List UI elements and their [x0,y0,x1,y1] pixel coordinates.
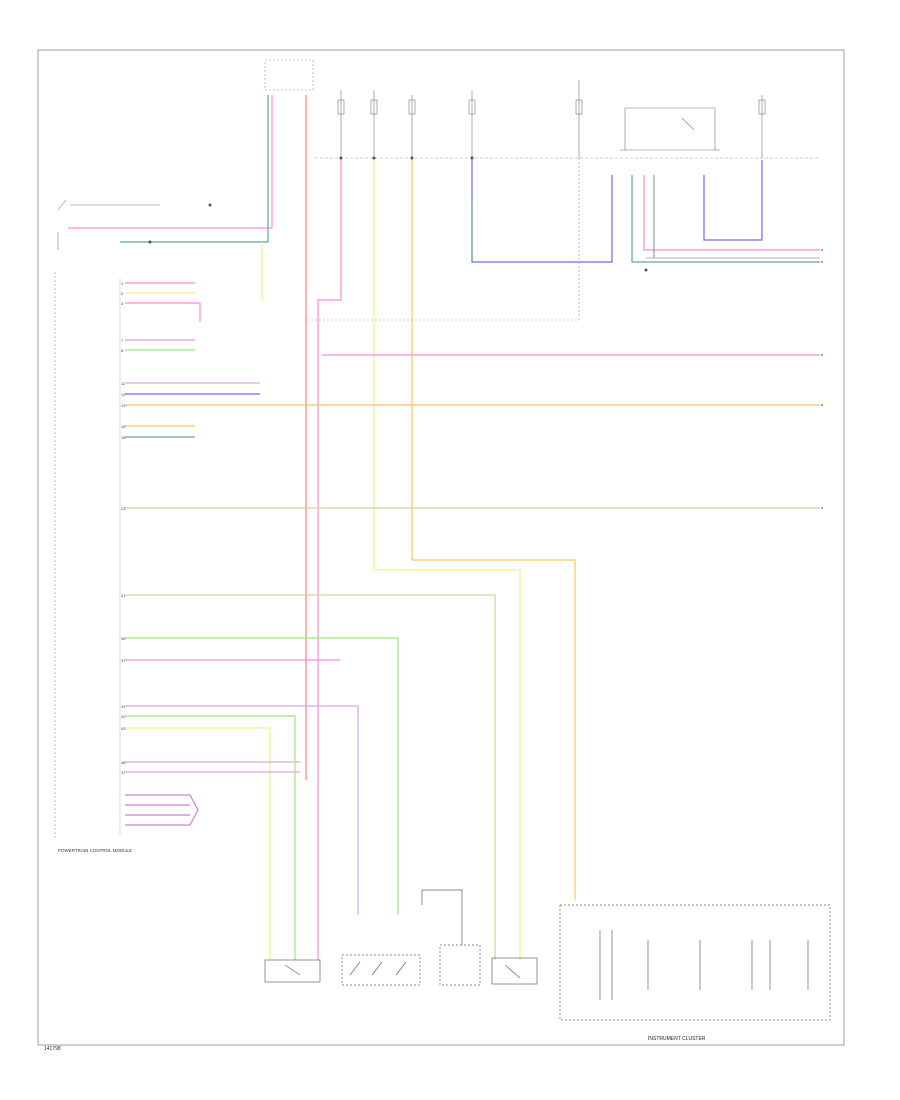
svg-text:3: 3 [121,301,124,306]
svg-text:43: 43 [121,726,126,731]
svg-text:12: 12 [121,392,126,397]
svg-text:41: 41 [121,704,126,709]
svg-text:31: 31 [121,593,126,598]
wire-teal-relay [631,175,820,263]
ecm-label: POWERTRAIN CONTROL MODULE [58,848,132,853]
wire-pink-top [68,95,273,229]
svg-text:11: 11 [121,381,126,386]
top-connector-box [264,59,314,91]
relay-block [620,107,720,151]
svg-text:37: 37 [121,658,126,663]
wire-blue-relay [703,160,763,241]
svg-text:16: 16 [121,435,126,440]
wire-pink-fuse1 [317,158,342,960]
svg-text:1: 1 [121,281,124,286]
wire-pink-relay [643,175,820,251]
svg-text:15: 15 [121,424,126,429]
splice-points [148,156,648,272]
bottom-components [264,889,831,1021]
svg-text:13: 13 [121,403,126,408]
ecm-pin-wires [125,282,496,960]
svg-text:47: 47 [121,770,126,775]
wire-teal-top [120,95,269,243]
svg-text:2: 2 [121,291,124,296]
svg-text:46: 46 [121,760,126,765]
svg-text:42: 42 [121,714,126,719]
svg-text:23: 23 [121,506,126,511]
diagram-frame [37,49,845,1046]
svg-text:35: 35 [121,636,126,641]
wire-orange-fuse3 [411,158,576,900]
ecm-bundle-pins [125,794,199,826]
wire-yellow-fuse2 [373,158,521,960]
wire-grey-ground [306,158,580,321]
left-switch [57,199,160,250]
right-terminals [821,249,823,509]
wire-blue-fuse4 [471,158,613,263]
ecm-pin-numbers: 1 2 3 7 8 11 12 13 15 16 23 31 35 37 41 … [121,281,126,775]
fuse-symbols [337,80,766,158]
cluster-label: INSTRUMENT CLUSTER [648,1036,706,1042]
svg-text:8: 8 [121,348,124,353]
svg-text:7: 7 [121,338,124,343]
footer-code: 141798 [44,1046,61,1052]
